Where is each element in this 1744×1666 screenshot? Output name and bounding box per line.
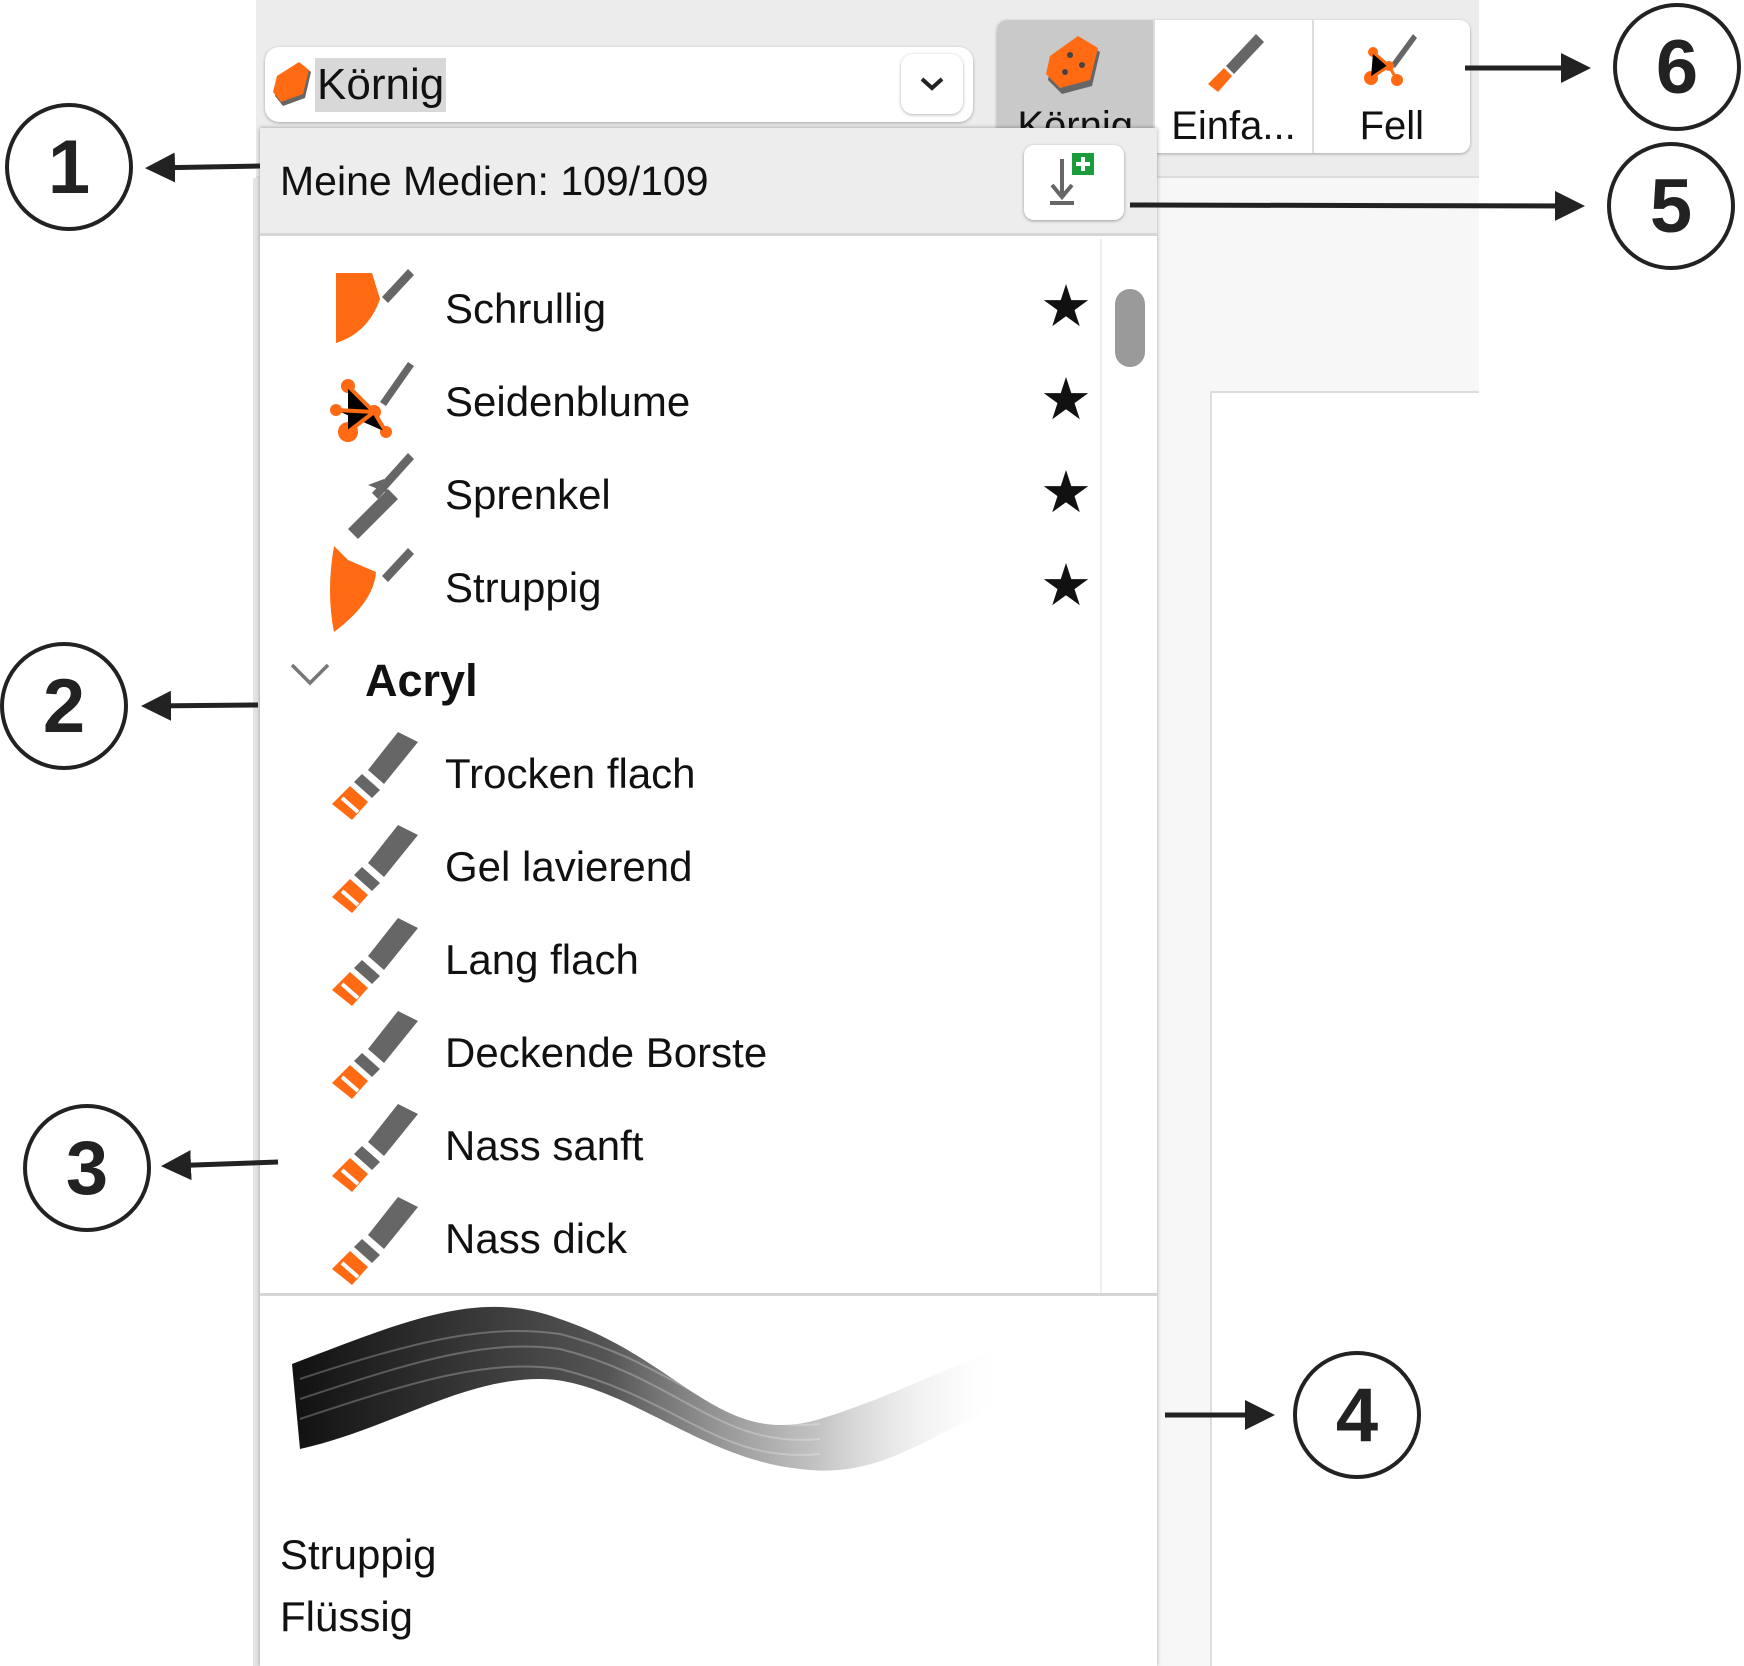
acrylic-brush-icon [332, 1011, 418, 1099]
import-media-icon [1050, 153, 1094, 205]
favorite-star-icon[interactable]: ★ [1040, 460, 1092, 525]
list-item[interactable]: Gel lavierend [260, 821, 1100, 914]
brush-icon [330, 546, 414, 632]
list-item[interactable]: Seidenblume ★ [260, 356, 1100, 449]
category-selector[interactable]: Körnig [265, 47, 973, 122]
fur-brush-icon [330, 362, 414, 442]
callout-6: 6 [1613, 3, 1741, 131]
item-label: Deckende Borste [445, 1029, 768, 1076]
favorite-star-icon[interactable]: ★ [1040, 553, 1092, 618]
preview-brush-category: Flüssig [280, 1593, 414, 1640]
list-item[interactable]: Sprenkel ★ [260, 449, 1100, 542]
item-label: Nass dick [445, 1215, 628, 1262]
brush-icon [336, 269, 414, 343]
fur-brush-icon [1363, 34, 1417, 86]
item-label: Sprenkel [445, 471, 611, 518]
left-panel-edge [253, 178, 261, 1666]
callout-4: 4 [1293, 1351, 1421, 1479]
callout-3: 3 [23, 1104, 151, 1232]
chevron-down-icon[interactable] [288, 657, 332, 693]
favorite-star-icon[interactable]: ★ [1040, 367, 1092, 432]
import-media-button[interactable] [1024, 145, 1124, 220]
item-label: Lang flach [445, 936, 639, 983]
item-label: Trocken flach [445, 750, 696, 797]
list-item[interactable]: Struppig ★ [260, 542, 1100, 635]
list-item[interactable]: Lang flach [260, 914, 1100, 1007]
acrylic-brush-icon [332, 918, 418, 1006]
panel-header: Meine Medien: 109/109 [260, 128, 1157, 236]
list-item[interactable]: Schrullig ★ [260, 263, 1100, 356]
media-library-panel: Meine Medien: 109/109 Schrullig ★ Seiden… [260, 128, 1157, 1666]
tab-einfach[interactable]: Einfa... [1155, 20, 1314, 153]
callout-1: 1 [5, 103, 133, 231]
item-label: Struppig [445, 564, 602, 611]
list-item[interactable]: Nass dick [260, 1193, 1100, 1286]
chevron-down-icon[interactable] [901, 54, 963, 114]
favorite-star-icon[interactable]: ★ [1040, 274, 1092, 339]
tab-label: Fell [1359, 104, 1425, 148]
stroke-preview [292, 1306, 995, 1471]
list-item[interactable]: Deckende Borste [260, 1007, 1100, 1100]
item-label: Nass sanft [445, 1122, 644, 1169]
sponge-icon [273, 61, 311, 106]
brush-preview: Struppig Flüssig [260, 1299, 1157, 1666]
item-label: Gel lavierend [445, 843, 693, 890]
category-acryl[interactable]: Acryl [260, 635, 1100, 728]
callout-2: 2 [0, 642, 128, 770]
item-label: Schrullig [445, 285, 607, 332]
scrollbar[interactable] [1115, 289, 1145, 367]
media-count-label: Meine Medien: 109/109 [280, 158, 709, 204]
list-item[interactable]: Trocken flach [260, 728, 1100, 821]
airbrush-icon [348, 453, 414, 539]
acrylic-brush-icon [332, 1104, 418, 1192]
category-label: Acryl [365, 655, 478, 706]
preview-brush-name: Struppig [280, 1531, 437, 1578]
media-list: Schrullig ★ Seidenblume ★ Sprenkel ★ Str… [260, 239, 1157, 1296]
marker-icon [1208, 34, 1265, 92]
acrylic-brush-icon [332, 732, 418, 820]
sponge-icon [1046, 36, 1101, 94]
selected-category-label: Körnig [315, 57, 447, 112]
acrylic-brush-icon [332, 825, 418, 913]
tab-label: Einfa... [1171, 104, 1296, 148]
list-divider [1100, 239, 1102, 1293]
callout-5: 5 [1607, 142, 1735, 270]
item-label: Seidenblume [445, 378, 691, 425]
list-item[interactable]: Nass sanft [260, 1100, 1100, 1193]
tab-fell[interactable]: Fell [1314, 20, 1470, 153]
acrylic-brush-icon [332, 1197, 418, 1285]
